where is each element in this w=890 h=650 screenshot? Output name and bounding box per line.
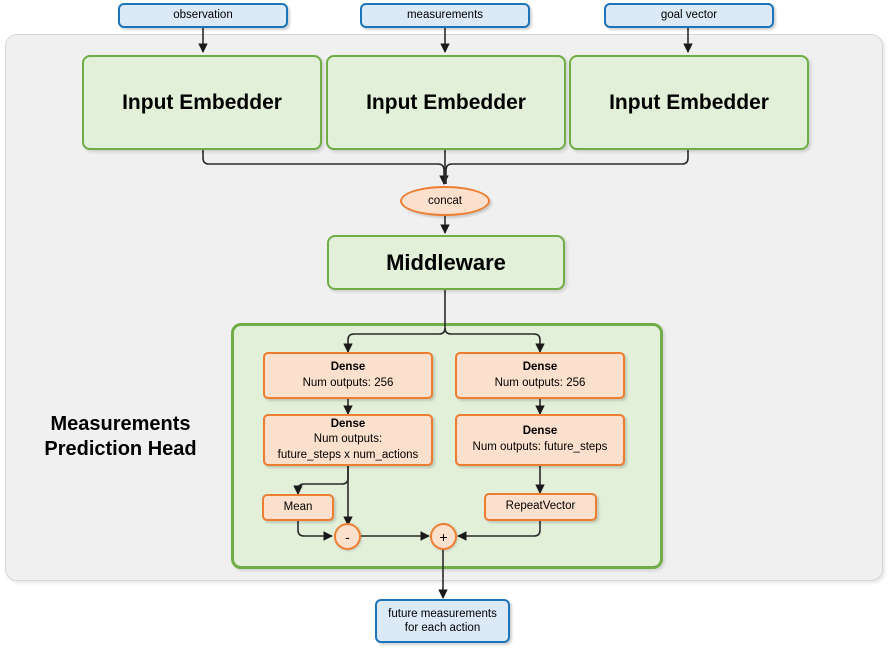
input-goal-vector[interactable]: goal vector: [604, 3, 774, 28]
input-embedder-measurements-label: Input Embedder: [366, 90, 526, 114]
input-embedder-observation-label: Input Embedder: [122, 90, 282, 114]
output-future-measurements[interactable]: future measurements for each action: [375, 599, 510, 643]
right-dense-2-title: Dense: [522, 425, 558, 438]
input-embedder-measurements[interactable]: Input Embedder: [326, 55, 566, 150]
input-embedder-goal-vector-label: Input Embedder: [609, 90, 769, 114]
mean-label: Mean: [283, 500, 313, 513]
repeat-vector-label: RepeatVector: [505, 500, 576, 513]
left-dense-future-steps-num-actions[interactable]: Dense Num outputs: future_steps x num_ac…: [263, 414, 433, 466]
middleware-label: Middleware: [386, 249, 506, 275]
input-observation-label: observation: [173, 9, 233, 22]
left-dense-256-outputs: Num outputs: 256: [302, 376, 394, 389]
input-goal-vector-label: goal vector: [660, 9, 718, 22]
right-dense-256-title: Dense: [522, 360, 558, 373]
concat-node[interactable]: concat: [400, 186, 490, 216]
subtract-op-label: -: [345, 528, 350, 545]
add-op[interactable]: +: [430, 523, 457, 550]
input-observation[interactable]: observation: [118, 3, 288, 28]
middleware-node[interactable]: Middleware: [327, 235, 565, 290]
mean-node[interactable]: Mean: [262, 494, 334, 521]
input-embedder-goal-vector[interactable]: Input Embedder: [569, 55, 809, 150]
right-dense-future-steps[interactable]: Dense Num outputs: future_steps: [455, 414, 625, 466]
repeat-vector-node[interactable]: RepeatVector: [484, 493, 597, 521]
left-dense-2-outputs-label: Num outputs:: [313, 433, 383, 446]
input-measurements-label: measurements: [406, 9, 484, 22]
right-dense-2-outputs: Num outputs: future_steps: [472, 441, 608, 453]
input-embedder-observation[interactable]: Input Embedder: [82, 55, 322, 150]
measurements-prediction-head-label: Measurements Prediction Head: [18, 412, 223, 462]
add-op-label: +: [439, 528, 448, 545]
subtract-op[interactable]: -: [334, 523, 361, 550]
concat-label: concat: [428, 195, 462, 207]
left-dense-2-outputs-value: future_steps x num_actions: [277, 448, 419, 461]
right-dense-256-outputs: Num outputs: 256: [494, 376, 586, 389]
output-line-2: for each action: [404, 622, 481, 634]
head-label-line-2: Prediction Head: [44, 438, 197, 460]
left-dense-2-title: Dense: [330, 417, 366, 430]
left-dense-256[interactable]: Dense Num outputs: 256: [263, 352, 433, 399]
left-dense-256-title: Dense: [330, 360, 366, 373]
output-line-1: future measurements: [388, 607, 497, 620]
head-label-line-1: Measurements: [50, 413, 191, 435]
input-measurements[interactable]: measurements: [360, 3, 530, 28]
right-dense-256[interactable]: Dense Num outputs: 256: [455, 352, 625, 399]
